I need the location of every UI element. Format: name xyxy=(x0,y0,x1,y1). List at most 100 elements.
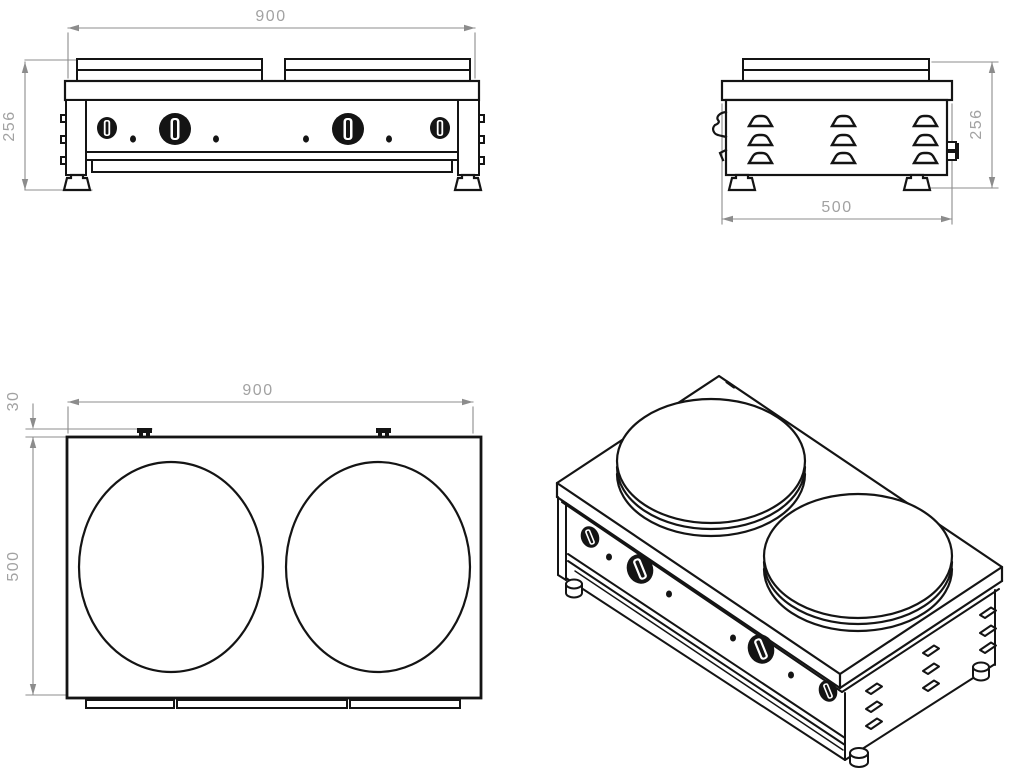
control-panel xyxy=(85,99,459,153)
small-knob xyxy=(580,526,600,548)
arrow-down xyxy=(21,179,29,190)
foot xyxy=(972,661,990,682)
plate-rim-arc xyxy=(762,567,954,633)
iso-louvers xyxy=(865,606,997,730)
leg-tab xyxy=(60,114,67,123)
louver xyxy=(922,644,940,657)
body-bottom-edge xyxy=(565,577,846,761)
knob-profile xyxy=(712,110,728,139)
left-leg xyxy=(65,99,87,176)
small-knob xyxy=(97,117,117,139)
arrow-left xyxy=(722,215,733,223)
front-width-dimension: 900 xyxy=(67,8,476,79)
leg-tab xyxy=(478,114,485,123)
pilot-light xyxy=(386,135,392,143)
top-view: 900 30 500 xyxy=(5,382,483,709)
latch-block xyxy=(946,151,957,161)
side-louvers xyxy=(746,114,940,165)
arrow-right xyxy=(464,24,475,32)
iso-body xyxy=(557,496,1000,761)
louver xyxy=(865,717,883,730)
louver xyxy=(829,133,858,147)
left-endcap-bottom xyxy=(557,574,567,581)
body-top-edge xyxy=(561,501,843,693)
body-top-edge xyxy=(841,588,1000,693)
side-height-dimension: 256 xyxy=(929,61,999,189)
arrow-down xyxy=(29,684,37,695)
knob-profile-tick xyxy=(718,148,728,162)
plate-top xyxy=(762,492,954,620)
side-depth-dimension: 500 xyxy=(721,103,953,225)
front-width-label: 900 xyxy=(255,8,286,25)
body-bottom-edge xyxy=(844,663,996,761)
plate-rim-arc xyxy=(762,560,954,626)
louver xyxy=(979,624,997,637)
iso-back-clip xyxy=(725,380,736,389)
foot xyxy=(902,173,932,192)
top-depth-dimension: 500 xyxy=(5,436,67,696)
louver xyxy=(746,114,775,128)
iso-plate-back xyxy=(615,397,807,538)
large-knob xyxy=(747,634,775,664)
louver xyxy=(911,151,940,165)
band-line xyxy=(567,553,846,739)
small-knob xyxy=(430,117,450,139)
side-latch xyxy=(946,141,959,161)
front-knobs xyxy=(97,113,450,145)
arrow-right xyxy=(941,215,952,223)
louver xyxy=(979,641,997,654)
clip-leg xyxy=(146,433,150,437)
plate-top xyxy=(615,397,807,525)
plate-opening xyxy=(284,460,472,674)
top-width-label: 900 xyxy=(242,382,273,399)
louver xyxy=(911,133,940,147)
plate-rim-arc xyxy=(615,472,807,538)
clip xyxy=(376,428,391,433)
counter-band xyxy=(720,79,954,102)
top-width-dimension: 900 xyxy=(67,382,474,434)
side-view: 500 256 xyxy=(712,58,999,225)
pilot-light xyxy=(303,135,309,143)
leg-tab xyxy=(478,156,485,165)
plate-opening xyxy=(77,460,265,674)
top-depth-label: 500 xyxy=(5,550,22,581)
large-knob xyxy=(332,113,364,145)
clip-leg xyxy=(385,433,389,437)
front-hotplates xyxy=(76,58,471,82)
band-segment xyxy=(85,699,175,709)
louver xyxy=(979,606,997,619)
band-segment xyxy=(176,699,348,709)
louver xyxy=(911,114,940,128)
iso-feet xyxy=(565,578,990,768)
large-knob xyxy=(626,554,654,584)
leg-tab xyxy=(60,135,67,144)
foot xyxy=(727,173,757,192)
isometric-view xyxy=(555,374,1004,768)
foot xyxy=(453,173,483,192)
arrow-left xyxy=(68,398,79,406)
kick-recess-line xyxy=(574,570,844,751)
side-depth-label: 500 xyxy=(821,199,852,216)
pilot-light xyxy=(730,634,736,642)
plate-rim-arc xyxy=(615,465,807,531)
foot xyxy=(849,747,869,768)
band-segment xyxy=(349,699,461,709)
louver xyxy=(865,700,883,713)
band-line xyxy=(567,560,846,746)
pilot-light xyxy=(606,553,612,561)
side-height-label: 256 xyxy=(968,108,985,139)
back-clips xyxy=(137,428,391,437)
latch-block xyxy=(946,141,957,151)
arrow-left xyxy=(68,24,79,32)
right-leg xyxy=(457,99,480,176)
pilot-light xyxy=(788,671,794,679)
lower-band xyxy=(85,151,459,161)
front-body xyxy=(60,99,485,176)
clip-leg xyxy=(378,433,382,437)
worktop-outline xyxy=(65,435,483,700)
arrow-down xyxy=(988,177,996,188)
iso-knobs xyxy=(580,526,838,702)
arrow-up xyxy=(21,62,29,73)
top-offset-label: 30 xyxy=(5,391,22,412)
